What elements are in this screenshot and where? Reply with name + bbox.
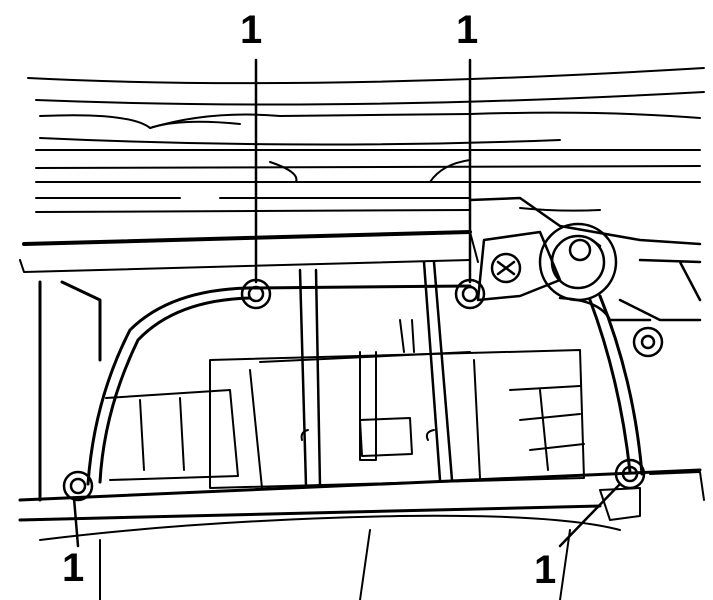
screw-bottom-left bbox=[62, 470, 94, 502]
callout-label-top-left: 1 bbox=[240, 8, 263, 52]
housing-frame bbox=[18, 280, 702, 522]
callout-label-bottom-left: 1 bbox=[62, 546, 85, 590]
screw-bottom-right bbox=[614, 458, 646, 490]
leader-bottom-left bbox=[72, 496, 80, 548]
blower-housing bbox=[105, 319, 585, 489]
screw-top-left bbox=[240, 278, 272, 310]
dashboard-panel bbox=[19, 67, 705, 273]
callout-label-top-right: 1 bbox=[456, 8, 479, 52]
bottom-cover bbox=[39, 471, 705, 600]
callout-label-bottom-right: 1 bbox=[534, 548, 557, 592]
linkage-bracket bbox=[468, 196, 702, 358]
leader-lines bbox=[72, 58, 622, 548]
leader-bottom-right bbox=[558, 482, 622, 548]
center-rods bbox=[298, 260, 454, 488]
